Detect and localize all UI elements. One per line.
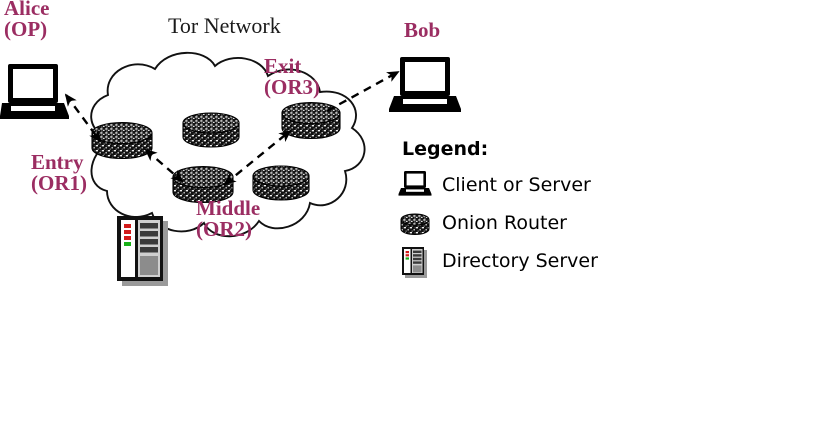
node-label-alice: Alice (OP) xyxy=(4,0,50,42)
onion-router-middle xyxy=(172,165,234,204)
laptop-icon-bob xyxy=(389,57,461,112)
legend-item-onion-router: Onion Router xyxy=(398,206,698,240)
legend: Legend: Client or Server xyxy=(398,138,698,282)
circuit-links xyxy=(64,70,400,186)
legend-item-client-or-server: Client or Server xyxy=(398,168,698,202)
node-label-bob: Bob xyxy=(404,18,441,42)
onion-router-entry xyxy=(91,121,153,160)
onion-router-icon xyxy=(398,207,432,239)
node-label-exit: Exit (OR3) xyxy=(264,54,320,100)
link-alice-entry xyxy=(64,93,102,143)
legend-item-label: Onion Router xyxy=(442,212,567,234)
laptop-icon-alice xyxy=(0,64,69,119)
legend-item-label: Client or Server xyxy=(442,174,591,196)
tor-network-cloud xyxy=(90,51,366,238)
legend-item-label: Directory Server xyxy=(442,250,598,272)
laptop-icon xyxy=(398,169,432,201)
node-label-middle: Middle (OR2) xyxy=(196,196,261,242)
diagram-title: Tor Network xyxy=(168,13,281,38)
onion-router-unlabeled-2 xyxy=(252,165,310,201)
onion-router-unlabeled-1 xyxy=(182,112,240,148)
onion-router-exit xyxy=(281,101,341,140)
link-entry-middle xyxy=(144,148,184,183)
directory-server-icon xyxy=(398,245,432,278)
link-exit-bob xyxy=(326,70,400,113)
directory-server-icon-main xyxy=(117,216,168,286)
node-label-entry: Entry (OR1) xyxy=(31,150,87,196)
legend-heading: Legend: xyxy=(402,138,489,160)
legend-item-directory-server: Directory Server xyxy=(398,244,698,278)
